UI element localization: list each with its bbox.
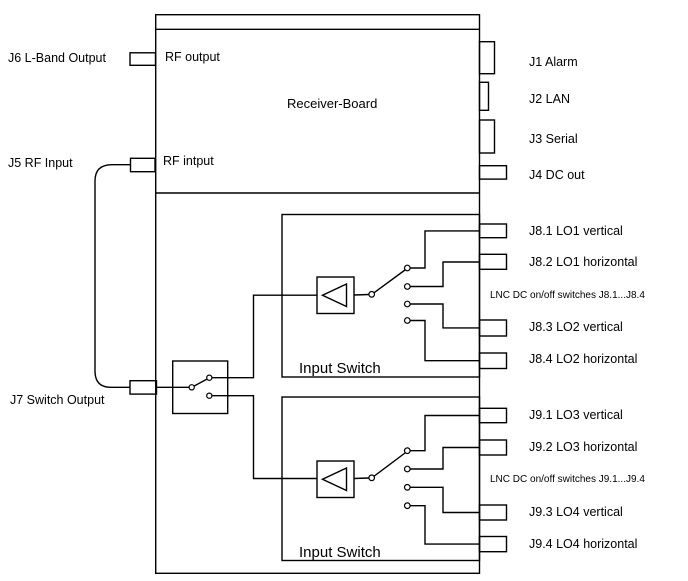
port-label-j5: J5 RF Input <box>8 156 73 170</box>
amplifier-2-symbol <box>320 466 348 492</box>
connector-j9-4 <box>478 535 508 553</box>
wire-switch2-c1-to-j9-1 <box>410 414 480 452</box>
switch-contact-points <box>188 264 411 510</box>
port-label-j1: J1 Alarm <box>529 54 578 69</box>
amplifier-1-symbol <box>320 282 348 308</box>
amplifier-2-box <box>316 460 355 499</box>
port-label-j6: J6 L-Band Output <box>8 51 106 65</box>
port-label-j7: J7 Switch Output <box>10 393 105 407</box>
port-label-j3: J3 Serial <box>529 131 578 146</box>
wire-j7-to-amp2 <box>212 395 317 480</box>
wire-switch1-c4-to-j8-4 <box>410 319 480 362</box>
wire-switch1-c2-to-j8-2 <box>410 261 480 288</box>
connector-j8-4 <box>478 352 508 370</box>
wire-switch2-c4-to-j9-4 <box>410 505 480 545</box>
connector-j8-1 <box>478 223 508 239</box>
connector-j7 <box>129 380 158 395</box>
input-switch-1-box <box>281 213 481 378</box>
wire-j5-to-j7 <box>94 164 131 388</box>
port-label-j9-2: J9.2 LO3 horizontal <box>529 440 638 454</box>
connector-j4 <box>478 164 508 180</box>
j7-switch-wiper <box>193 378 208 387</box>
input-switch-1-label: Input Switch <box>299 360 381 377</box>
wire-amp1-to-switch1 <box>353 293 370 296</box>
connector-j9-1 <box>478 407 508 424</box>
input-switch-2-box <box>281 396 481 562</box>
wire-switch2-c2-to-j9-2 <box>410 446 480 470</box>
port-label-j8-3: J8.3 LO2 vertical <box>529 320 623 334</box>
wire-switch1-c3-to-j8-3 <box>410 303 480 329</box>
connector-j9-3 <box>478 504 508 521</box>
port-label-j8-4: J8.4 LO2 horizontal <box>529 352 638 366</box>
connector-j1 <box>478 41 496 75</box>
wire-switch2-c3-to-j9-3 <box>410 486 480 514</box>
wire-switch1-c1-to-j8-1 <box>410 230 480 269</box>
wire-amp2-to-switch2 <box>353 477 370 480</box>
switch-2-wiper <box>373 452 406 477</box>
port-label-j4: J4 DC out <box>529 167 585 182</box>
port-label-j2: J2 LAN <box>529 92 570 106</box>
note-lnc-switches-j8: LNC DC on/off switches J8.1...J8.4 <box>490 289 645 301</box>
board-title: Receiver-Board <box>287 96 378 111</box>
connector-j8-2 <box>478 253 508 271</box>
connector-j3 <box>478 119 496 154</box>
note-lnc-switches-j9: LNC DC on/off switches J9.1...J9.4 <box>490 473 645 485</box>
rf-input-label: RF intput <box>163 154 214 168</box>
connector-j9-2 <box>478 439 508 456</box>
amplifier-1-box <box>316 276 355 315</box>
connector-j6 <box>129 52 157 66</box>
connector-j5 <box>129 157 156 173</box>
input-switch-2-label: Input Switch <box>299 544 381 561</box>
rf-output-label: RF output <box>165 50 220 64</box>
connector-j8-3 <box>478 319 508 337</box>
port-label-j8-2: J8.2 LO1 horizontal <box>529 254 638 269</box>
connector-j2 <box>478 81 490 112</box>
port-label-j9-3: J9.3 LO4 vertical <box>529 505 623 519</box>
switch-1-wiper <box>373 269 406 294</box>
port-label-j9-1: J9.1 LO3 vertical <box>529 408 623 422</box>
port-label-j9-4: J9.4 LO4 horizontal <box>529 536 638 551</box>
wire-j7-to-amp1 <box>212 294 317 379</box>
port-label-j8-1: J8.1 LO1 vertical <box>529 223 623 238</box>
